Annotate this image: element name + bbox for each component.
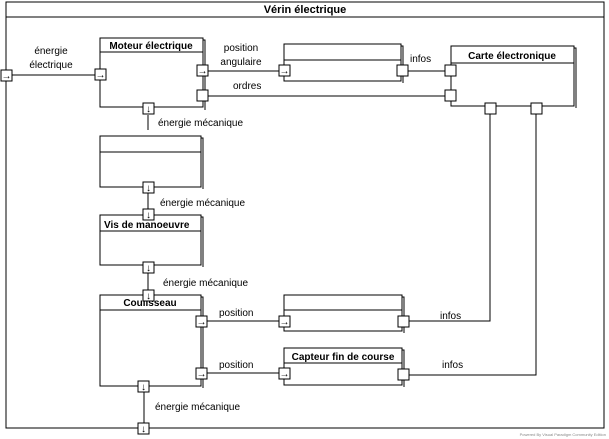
arrow-right-icon: →: [198, 66, 208, 77]
label-infos-low: infos: [442, 360, 463, 371]
block-title-capteur: Capteur fin de course: [292, 352, 395, 363]
arrow-right-icon: →: [280, 66, 290, 77]
port-capteur-in[interactable]: →: [278, 367, 291, 380]
connectors: [12, 70, 537, 424]
arrow-right-icon: →: [197, 317, 207, 328]
label-position-1: position: [224, 43, 258, 54]
block-title-vis: Vis de manoeuvre: [104, 220, 190, 231]
label-infos-mid: infos: [440, 311, 461, 322]
port-moteur-position-out[interactable]: →: [196, 64, 209, 77]
port-empty-top-in[interactable]: →: [278, 64, 291, 77]
arrow-down-icon: ↓: [146, 263, 151, 274]
label-position-low: position: [219, 360, 253, 371]
label-meca-out: énergie mécanique: [155, 402, 240, 413]
port-carte-ordres-out[interactable]: [444, 89, 457, 102]
port-vis-out[interactable]: ↓: [142, 261, 155, 274]
infos-low-line: [409, 114, 537, 376]
infos-mid-line: [409, 114, 491, 322]
port-empty-top-infos-out[interactable]: [396, 64, 409, 77]
frame-title: Vérin électrique: [264, 4, 347, 16]
signal-ports: [196, 64, 543, 381]
label-input-energy-1: énergie: [34, 46, 68, 57]
arrow-down-icon: ↓: [146, 104, 151, 115]
port-carte-infos-in[interactable]: [444, 64, 457, 77]
arrow-right-icon: →: [280, 369, 290, 380]
port-frame-out[interactable]: ↓: [137, 422, 150, 435]
arrow-right-icon: →: [197, 369, 207, 380]
arrow-right-icon: →: [2, 71, 12, 82]
port-coulisseau-position-out-2[interactable]: →: [195, 367, 208, 380]
arrow-down-icon: ↓: [146, 183, 151, 194]
port-carte-infos-mid-in[interactable]: [484, 102, 497, 115]
arrow-down-icon: ↓: [146, 291, 151, 302]
block-capteur[interactable]: Capteur fin de course: [283, 347, 405, 387]
label-position-mid: position: [219, 308, 253, 319]
block-empty-mid[interactable]: [99, 135, 204, 189]
port-coulisseau-meca-out[interactable]: ↓: [137, 380, 150, 393]
label-infos-top: infos: [410, 54, 431, 65]
block-title-carte: Carte électronique: [468, 51, 556, 62]
label-meca-2: énergie mécanique: [160, 198, 245, 209]
label-meca-3: énergie mécanique: [163, 278, 248, 289]
block-vis[interactable]: Vis de manoeuvre: [99, 214, 204, 267]
port-empty-mid-out[interactable]: ↓: [142, 181, 155, 194]
port-coulisseau-position-out-1[interactable]: →: [195, 315, 208, 328]
block-carte[interactable]: Carte électronique: [450, 45, 577, 108]
label-position-2: angulaire: [220, 57, 262, 68]
port-empty-bottom-in[interactable]: →: [278, 315, 291, 328]
arrow-down-icon: ↓: [141, 424, 146, 435]
port-moteur-ordres-in[interactable]: [196, 89, 209, 102]
label-ordres: ordres: [233, 81, 261, 92]
port-vis-in[interactable]: ↓: [142, 208, 155, 221]
port-frame-in[interactable]: →: [0, 69, 13, 82]
arrow-down-icon: ↓: [141, 382, 146, 393]
arrow-right-icon: →: [280, 317, 290, 328]
port-empty-bottom-infos-out[interactable]: [397, 315, 410, 328]
arrow-down-icon: ↓: [146, 210, 151, 221]
arrow-ports: → → → → ↓ ↓ ↓ ↓: [0, 64, 291, 435]
flow-labels: énergie électrique position angulaire in…: [29, 43, 463, 413]
port-moteur-meca-out[interactable]: ↓: [142, 102, 155, 115]
block-empty-top[interactable]: [283, 43, 404, 83]
port-coulisseau-in[interactable]: ↓: [142, 289, 155, 302]
block-coulisseau[interactable]: Coulisseau: [99, 294, 204, 388]
label-meca-1: énergie mécanique: [158, 118, 243, 129]
arrow-right-icon: →: [96, 70, 106, 81]
block-title-coulisseau: Coulisseau: [123, 298, 176, 309]
port-carte-infos-low-in[interactable]: [530, 102, 543, 115]
block-title-moteur: Moteur électrique: [109, 41, 193, 52]
port-moteur-in[interactable]: →: [94, 68, 107, 81]
block-moteur[interactable]: Moteur électrique: [99, 37, 206, 110]
block-empty-bottom[interactable]: [283, 294, 405, 333]
label-input-energy-2: électrique: [29, 60, 73, 71]
port-capteur-infos-out[interactable]: [397, 368, 410, 381]
watermark-text: Powered By Visual Paradigm Community Edi…: [520, 432, 606, 437]
